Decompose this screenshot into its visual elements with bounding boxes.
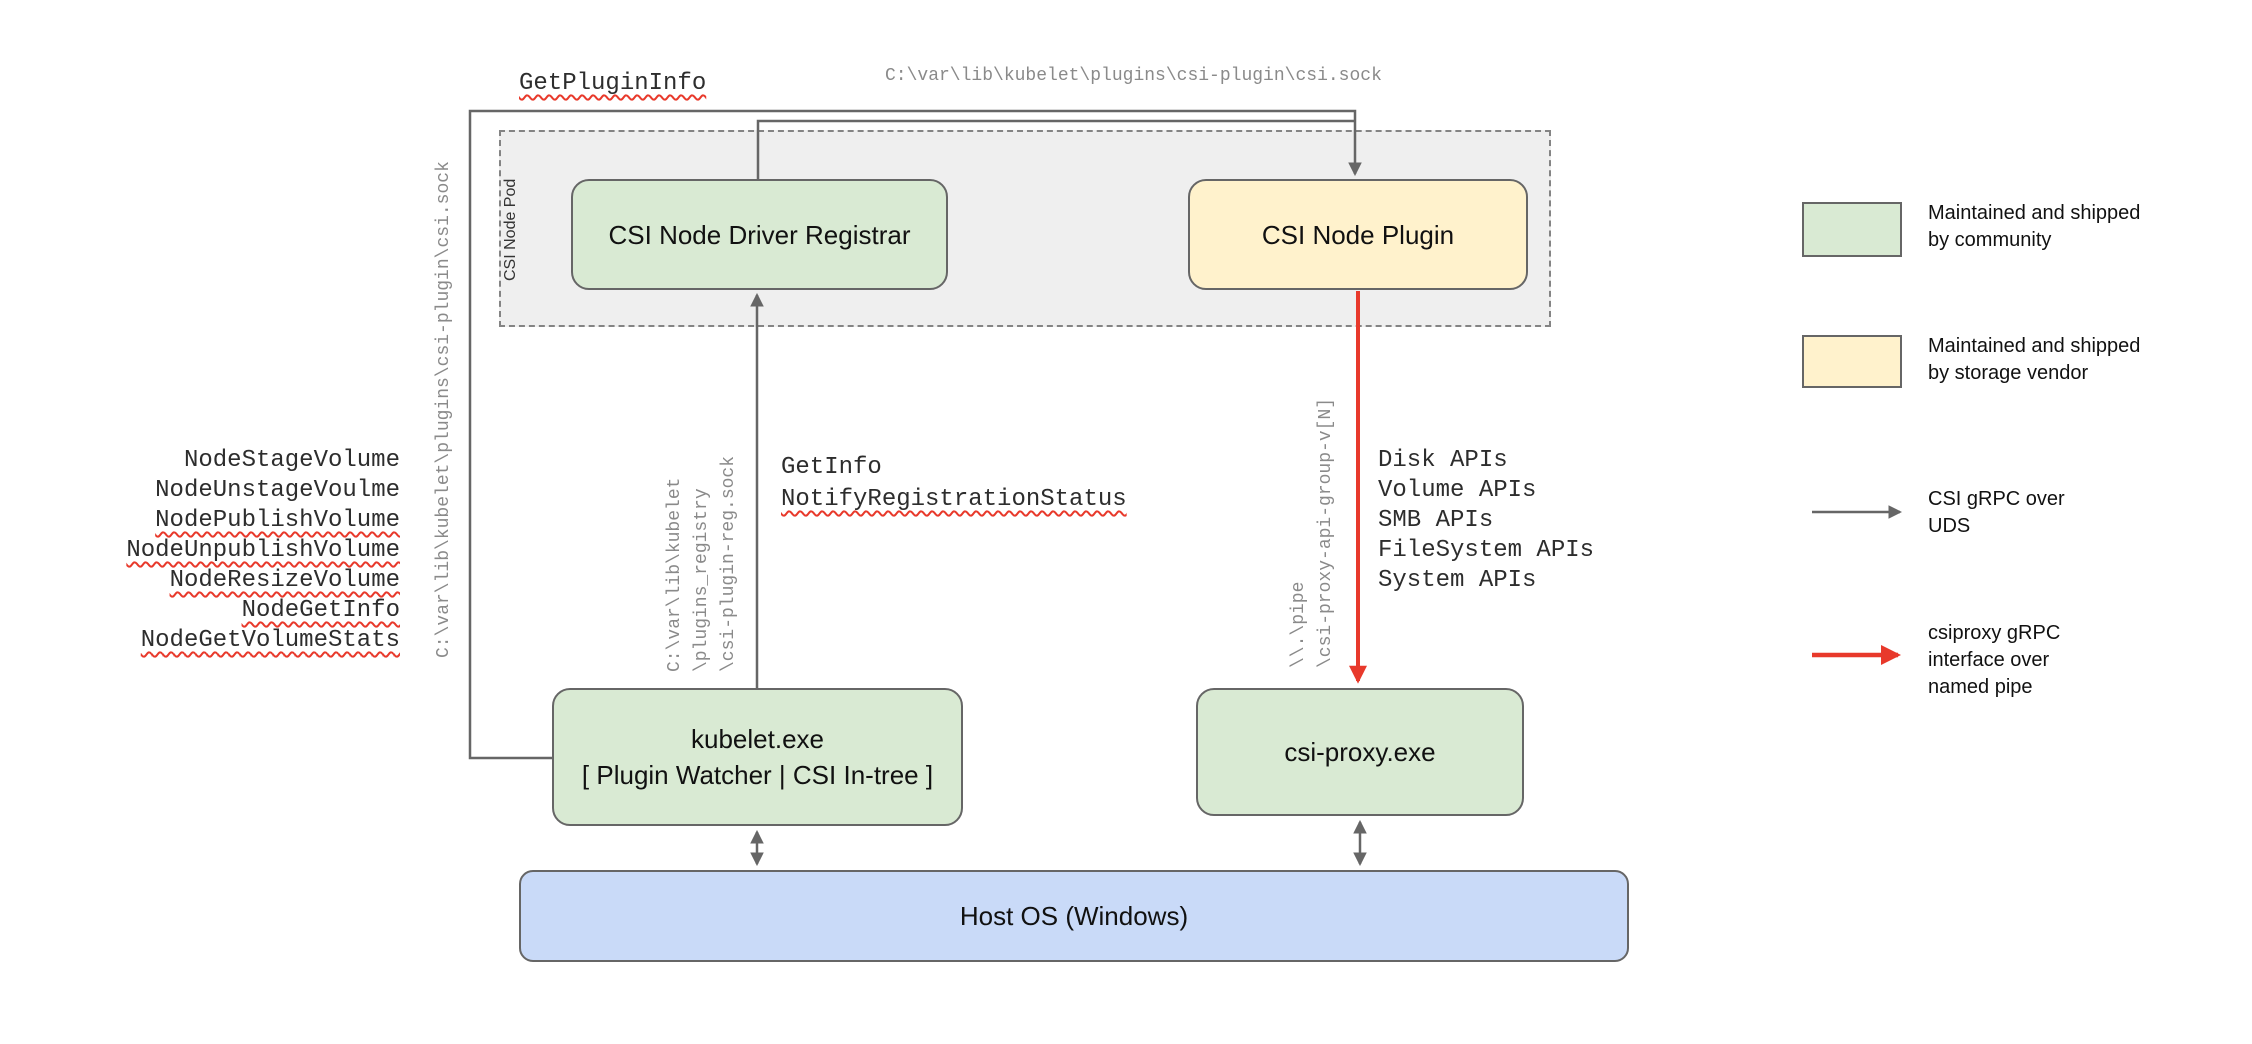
legend-line: csiproxy gRPC	[1928, 622, 2061, 644]
csi-proxy-label: csi-proxy.exe	[1284, 737, 1436, 767]
csi-proxy-api-list: Disk APIs Volume APIs SMB APIs FileSyste…	[1378, 446, 1594, 596]
notify-registration-status-label: NotifyRegistrationStatus	[781, 486, 1127, 513]
legend-namedpipe-text: csiproxy gRPC interface over named pipe	[1928, 620, 2060, 701]
registration-rpc-call-list: GetInfo NotifyRegistrationStatus	[781, 452, 1127, 516]
node-call-item: NodeResizeVolume	[169, 567, 400, 594]
csi-node-pod-label: CSI Node Pod	[502, 178, 519, 282]
plugin-registry-sock-path-label: C:\var\lib\kubelet \plugins_registry \cs…	[662, 400, 748, 672]
legend-community-swatch	[1802, 202, 1902, 257]
host-os-box: Host OS (Windows)	[519, 870, 1629, 962]
legend-line: CSI gRPC over	[1928, 488, 2065, 510]
plugin-registry-sock-line: \plugins_registry	[692, 488, 712, 672]
legend-vendor-text: Maintained and shipped by storage vendor	[1928, 333, 2140, 387]
plugin-label: CSI Node Plugin	[1261, 219, 1455, 250]
node-call-item: NodeGetInfo	[241, 597, 400, 624]
csi-sock-path-top-label: C:\var\lib\kubelet\plugins\csi-plugin\cs…	[885, 66, 1382, 86]
legend-line: UDS	[1928, 515, 1971, 537]
red-arrow-icon	[1812, 644, 1902, 666]
host-os-label: Host OS (Windows)	[959, 901, 1189, 931]
api-item: FileSystem APIs	[1378, 537, 1595, 564]
plugin-registry-sock-line: \csi-plugin-reg.sock	[719, 455, 739, 672]
csi-proxy-box: csi-proxy.exe	[1196, 688, 1524, 816]
node-call-item: NodeUnpublishVolume	[126, 537, 400, 564]
kubelet-box: kubelet.exe [ Plugin Watcher | CSI In-tr…	[552, 688, 963, 826]
get-info-label: GetInfo	[781, 454, 882, 481]
kubelet-label-line1: kubelet.exe	[691, 724, 824, 754]
legend-line: by storage vendor	[1928, 362, 2089, 384]
api-item: Disk APIs	[1378, 447, 1508, 474]
get-plugin-info-label: GetPluginInfo	[519, 70, 707, 97]
legend-line: interface over	[1928, 649, 2050, 671]
csi-node-driver-registrar-box: CSI Node Driver Registrar	[571, 179, 948, 290]
plugin-registry-sock-line: C:\var\lib\kubelet	[665, 477, 685, 672]
named-pipe-line: \csi-proxy-api-group-v[N]	[1316, 397, 1336, 668]
node-call-item: NodeUnstageVoulme	[155, 477, 400, 504]
csi-sock-path-left-label: C:\var\lib\kubelet\plugins\csi-plugin\cs…	[434, 161, 454, 658]
node-call-item: NodeGetVolumeStats	[140, 627, 400, 654]
legend-community-text: Maintained and shipped by community	[1928, 200, 2140, 254]
legend-line: Maintained and shipped	[1928, 202, 2141, 224]
named-pipe-path-label: \\.\pipe \csi-proxy-api-group-v[N]	[1286, 397, 1344, 668]
legend-line: Maintained and shipped	[1928, 335, 2141, 357]
gray-arrow-icon	[1812, 505, 1903, 519]
node-call-item: NodePublishVolume	[155, 507, 400, 534]
legend-uds-text: CSI gRPC over UDS	[1928, 486, 2065, 540]
legend-vendor-swatch	[1802, 335, 1902, 388]
legend-line: by community	[1928, 229, 2052, 251]
csi-node-plugin-box: CSI Node Plugin	[1188, 179, 1528, 290]
node-rpc-call-list: NodeStageVolume NodeUnstageVoulme NodePu…	[60, 446, 400, 656]
kubelet-label-line2: [ Plugin Watcher | CSI In-tree ]	[581, 760, 934, 790]
api-item: Volume APIs	[1378, 477, 1537, 504]
api-item: System APIs	[1378, 567, 1537, 594]
named-pipe-line: \\.\pipe	[1289, 581, 1309, 668]
node-call-item: NodeStageVolume	[183, 447, 400, 474]
api-item: SMB APIs	[1378, 507, 1494, 534]
registrar-label: CSI Node Driver Registrar	[608, 219, 911, 250]
legend-line: named pipe	[1928, 676, 2033, 698]
